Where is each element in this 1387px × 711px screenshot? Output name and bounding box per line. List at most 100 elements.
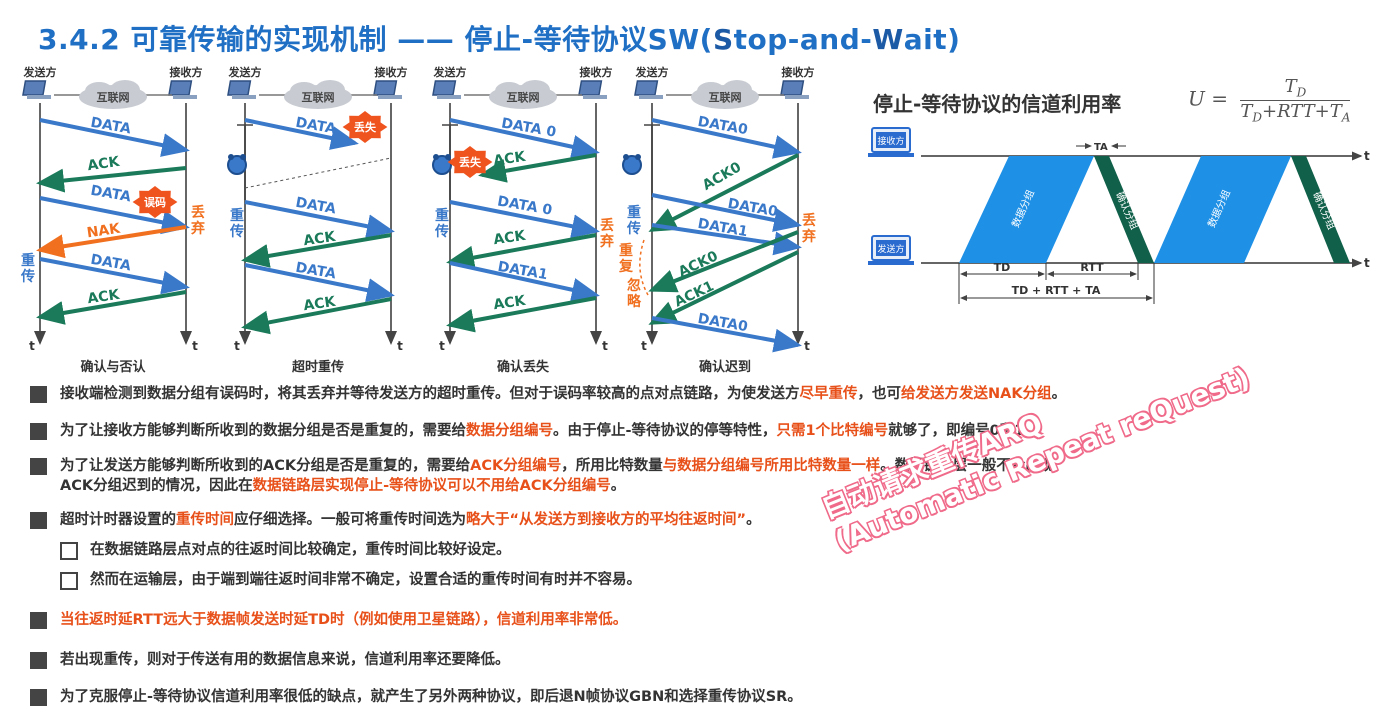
highlight-text: 重传时间 — [176, 512, 234, 528]
data-arrow — [651, 118, 802, 159]
square-bullet-icon — [30, 458, 47, 475]
bullet-text: 接收端检测到数据分组有误码时，将其丢弃并等待发送方的超时重传。但对于误码率较高的… — [60, 386, 800, 402]
highlight-text: 给发送方发送NAK分组 — [901, 386, 1052, 402]
t-label: t — [602, 339, 608, 353]
highlight-text: 略大于“从发送方到接收方的平均往返时间” — [466, 512, 747, 528]
data-label: DATA — [89, 252, 132, 275]
sender-label: 发送方 — [433, 65, 467, 79]
utilization-timeline: 接收方 发送方 t t 数据分组 确认分组 数据分组 确认分组 TA TD RT… — [868, 127, 1370, 304]
bullet-line: 为了克服停止-等待协议信道利用率很低的缺点，就产生了另外两种协议，即后退N帧协议… — [60, 687, 802, 707]
sub-bullet-item: 然而在运输层，由于端到端往返时间非常不确定，设置合适的重传时间有时并不容易。 — [60, 570, 641, 590]
ack-label: ACK1 — [672, 278, 717, 310]
svg-text:丢: 丢 — [802, 212, 816, 229]
svg-text:互联网: 互联网 — [507, 90, 540, 104]
svg-text:丢: 丢 — [191, 204, 205, 221]
bullet-text: 应仔细选择。一般可将重传时间选为 — [234, 512, 466, 528]
nak-arrow — [36, 225, 187, 259]
bullet-item: 为了克服停止-等待协议信道利用率很低的缺点，就产生了另外两种协议，即后退N帧协议… — [30, 687, 802, 707]
sender-label: 发送方 — [635, 65, 669, 79]
title-s: S — [712, 23, 734, 56]
svg-text:重: 重 — [230, 207, 244, 224]
bullet-text: ，也可 — [857, 386, 902, 402]
highlight-text: 当往返时延RTT远大于数据帧发送时延TD时（例如使用卫星链路），信道利用率非常低… — [60, 612, 628, 628]
highlight-text: ACK分组编号 — [470, 458, 562, 474]
svg-text:复: 复 — [618, 258, 634, 275]
ack-arrow — [36, 290, 187, 325]
svg-text:传: 传 — [229, 223, 244, 240]
square-bullet-icon — [30, 423, 47, 440]
data-arrow — [244, 200, 395, 239]
bullet-text: 就够了，即编号0和1。 — [888, 423, 1039, 439]
svg-text:互联网: 互联网 — [709, 90, 742, 104]
sub-bullet-item: 在数据链路层点对点的往返时间比较确定，重传时间比较好设定。 — [60, 540, 511, 560]
square-bullet-icon — [30, 612, 47, 629]
diagram-caption: 确认与否认 — [80, 359, 146, 375]
square-bullet-icon — [30, 689, 47, 706]
bullet-text: 超时计时器设置的 — [60, 512, 176, 528]
ack-packet-2 — [1291, 156, 1350, 263]
bullet-line: 然而在运输层，由于端到端往返时间非常不确定，设置合适的重传时间有时并不容易。 — [90, 570, 641, 590]
bullet-line: ACK分组迟到的情况，因此在数据链路层实现停止-等待协议可以不用给ACK分组编号… — [60, 476, 1054, 496]
bullet-line: 当往返时延RTT远大于数据帧发送时延TD时（例如使用卫星链路），信道利用率非常低… — [60, 610, 627, 630]
discard-label: 丢弃 — [599, 217, 614, 250]
bullet-text: 为了让接收方能够判断所收到的数据分组是否是重复的，需要给 — [60, 423, 466, 439]
internet-cloud-icon: 互联网 — [489, 80, 557, 109]
ta-label: TA — [1094, 142, 1108, 153]
data-arrow — [244, 263, 395, 302]
t-label: t — [397, 339, 403, 353]
square-bullet-icon — [30, 386, 47, 403]
data-label: DATA — [294, 115, 337, 138]
ack-label: ACK — [87, 154, 122, 174]
diagram-caption: 超时重传 — [292, 359, 344, 375]
ack-packet-1 — [1094, 156, 1154, 263]
ack-arrow — [446, 233, 597, 270]
bullet-text: 。 — [610, 478, 626, 494]
ack-arrow — [648, 230, 799, 293]
svg-text:重: 重 — [619, 242, 633, 259]
bullet-item: 为了让接收方能够判断所收到的数据分组是否是重复的，需要给数据分组编号。由于停止-… — [30, 421, 1039, 441]
svg-text:传: 传 — [626, 220, 641, 237]
bullet-line: 在数据链路层点对点的往返时间比较确定，重传时间比较好设定。 — [90, 540, 511, 560]
title-suffix: ait) — [903, 23, 961, 56]
ack-label: ACK — [87, 287, 122, 307]
t-label: t — [641, 339, 647, 353]
ack-arrow — [648, 250, 799, 325]
svg-text:重: 重 — [21, 252, 35, 269]
ack-arrow — [241, 233, 392, 268]
t-label: t — [804, 339, 810, 353]
svg-text:略: 略 — [627, 293, 642, 310]
data-arrow — [449, 118, 600, 159]
sender-label: 发送方 — [23, 65, 57, 79]
bullet-line: 若出现重传，则对于传送有用的数据信息来说，信道利用率还要降低。 — [60, 650, 510, 670]
bullet-text: ACK分组迟到的情况，因此在 — [60, 478, 253, 494]
svg-text:弃: 弃 — [190, 220, 205, 237]
ack-label: ACK — [303, 229, 338, 249]
data-label: DATA — [294, 260, 337, 283]
data-arrow — [244, 118, 359, 150]
bullet-text: 。数据链路层一般不会出现 — [880, 458, 1055, 474]
svg-text:丢失: 丢失 — [459, 155, 482, 169]
timer-clock-icon — [227, 154, 247, 175]
svg-text:丢失: 丢失 — [354, 120, 377, 134]
discard-label: 丢弃 — [801, 212, 816, 245]
bullet-item: 接收端检测到数据分组有误码时，将其丢弃并等待发送方的超时重传。但对于误码率较高的… — [30, 384, 1066, 404]
ignore-dash — [639, 239, 649, 296]
bullet-text: 。 — [1051, 386, 1067, 402]
data-arrow — [449, 261, 600, 302]
ack-label: ACK — [303, 294, 338, 314]
data-label: DATA — [294, 195, 337, 218]
sender-label: 发送方 — [877, 243, 904, 255]
bullet-item: 为了让发送方能够判断所收到的ACK分组是否是重复的，需要给ACK分组编号，所用比… — [30, 456, 1054, 496]
lost-burst: 丢失 — [447, 146, 493, 178]
diagram-caption: 确认丢失 — [497, 359, 550, 375]
error-burst: 误码 — [132, 186, 178, 218]
data-arrow — [39, 118, 190, 157]
bullet-text: 为了让发送方能够判断所收到的ACK分组是否是重复的，需要给 — [60, 458, 471, 474]
sender-label: 发送方 — [228, 65, 262, 79]
page-title: 3.4.2 可靠传输的实现机制 —— 停止-等待协议SW(Stop-and-Wa… — [38, 18, 960, 58]
timer-clock-icon — [432, 154, 452, 175]
dashed-line — [244, 157, 392, 189]
